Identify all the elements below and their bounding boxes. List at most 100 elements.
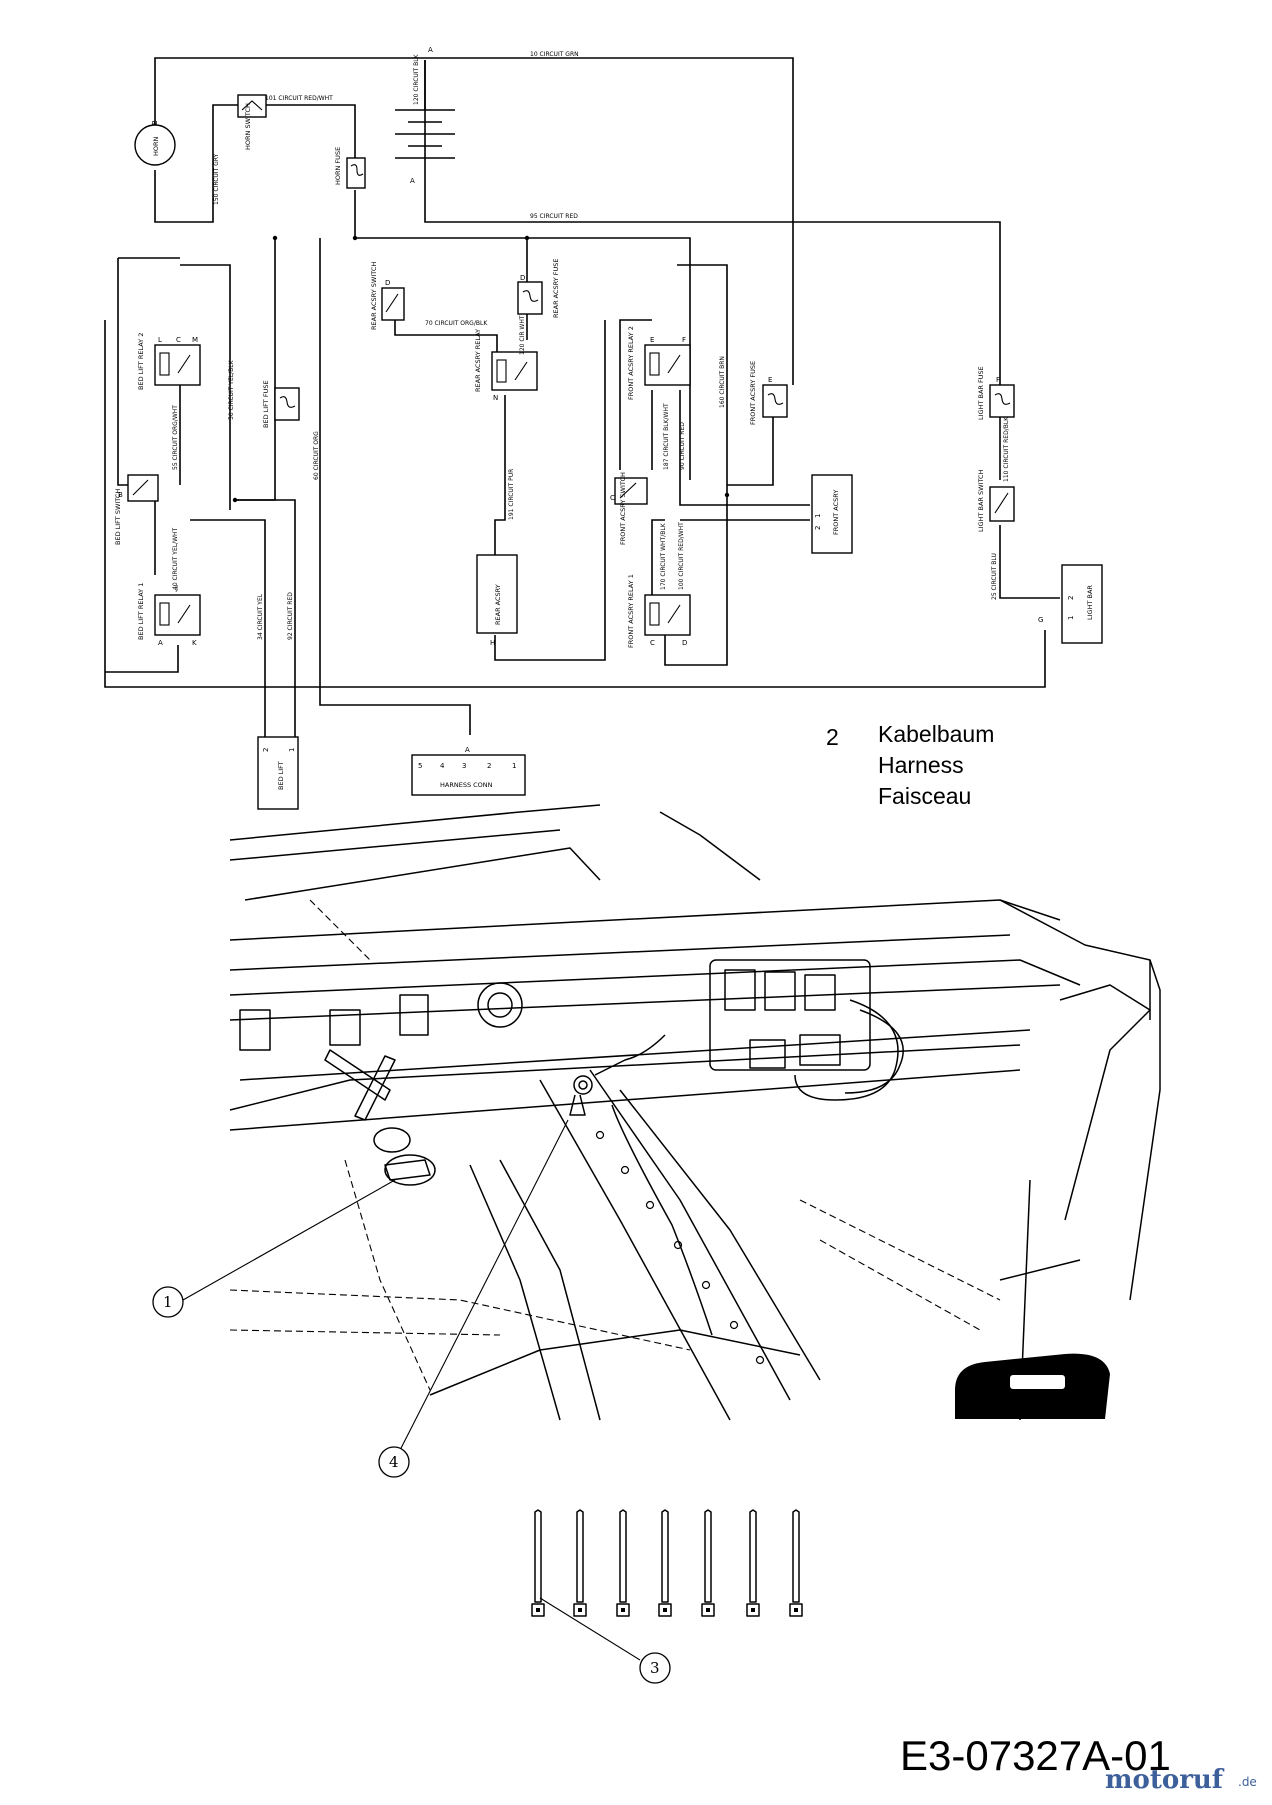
svg-text:C: C (650, 639, 655, 647)
wire-frontsw-relay (619, 319, 652, 470)
chassis-illustration (229, 804, 1161, 1421)
front-acsry-relay-2: FRONT ACSRY RELAY 2 (627, 326, 691, 400)
battery-symbol (395, 60, 455, 159)
svg-text:1: 1 (1067, 616, 1075, 620)
svg-text:101 CIRCUIT RED/WHT: 101 CIRCUIT RED/WHT (265, 95, 333, 102)
svg-text:C: C (610, 494, 615, 502)
svg-text:E: E (650, 336, 654, 344)
svg-text:HORN FUSE: HORN FUSE (334, 147, 342, 185)
svg-text:2: 2 (487, 762, 491, 770)
legend-english: Harness (878, 752, 964, 778)
svg-text:G: G (1038, 616, 1043, 624)
cable-tie (616, 1509, 630, 1617)
svg-text:F: F (996, 376, 1000, 384)
pin-letters: A A D D N B C E F G A L C M A K J C D E … (118, 46, 1043, 754)
svg-text:REAR ACSRY RELAY: REAR ACSRY RELAY (474, 329, 482, 392)
svg-text:A: A (410, 177, 415, 185)
svg-text:120 CIRCUIT BLK: 120 CIRCUIT BLK (413, 53, 420, 105)
svg-text:A: A (158, 639, 163, 647)
svg-text:34 CIRCUIT YEL: 34 CIRCUIT YEL (257, 593, 264, 640)
svg-text:95 CIRCUIT RED: 95 CIRCUIT RED (530, 213, 578, 220)
svg-text:100 CIRCUIT RED/WHT: 100 CIRCUIT RED/WHT (678, 522, 685, 590)
wire-front-out1 (679, 390, 810, 506)
svg-text:1: 1 (814, 514, 822, 518)
svg-text:1: 1 (163, 1293, 173, 1311)
legend-german: Kabelbaum (878, 721, 994, 747)
svg-text:K: K (192, 639, 197, 647)
svg-text:2: 2 (814, 526, 822, 530)
svg-text:D: D (520, 274, 525, 282)
horn-fuse: HORN FUSE (334, 147, 366, 189)
horn-symbol: HORN B (134, 120, 176, 166)
svg-text:4: 4 (389, 1453, 399, 1471)
wire-c50 (117, 258, 138, 486)
svg-text:REAR ACSRY SWITCH: REAR ACSRY SWITCH (370, 262, 378, 330)
callout-leaders (182, 1119, 641, 1661)
bed-lift-relay-1: BED LIFT RELAY 1 (137, 583, 201, 640)
relay-block (709, 959, 904, 1101)
svg-text:10 CIRCUIT GRN: 10 CIRCUIT GRN (530, 51, 579, 58)
bed-lift-relay-2: BED LIFT RELAY 2 (137, 333, 201, 390)
svg-text:191 CIRCUIT PUR: 191 CIRCUIT PUR (508, 469, 515, 520)
svg-text:BED LIFT: BED LIFT (277, 761, 285, 790)
rear-acsry-connector: REAR ACSRY (476, 554, 518, 634)
wire-bus-left (235, 238, 276, 501)
wire-c191 (494, 395, 506, 555)
svg-text:160 CIRCUIT BRN: 160 CIRCUIT BRN (719, 356, 726, 408)
svg-text:REAR ACSRY FUSE: REAR ACSRY FUSE (552, 258, 560, 318)
svg-text:2: 2 (262, 748, 270, 752)
front-acsry-fuse: FRONT ACSRY FUSE (749, 361, 788, 425)
svg-text:HORN SWITCH: HORN SWITCH (244, 103, 252, 150)
svg-text:2: 2 (1067, 596, 1075, 600)
svg-text:REAR ACSRY: REAR ACSRY (494, 584, 502, 625)
front-acsry-relay-1: FRONT ACSRY RELAY 1 (627, 574, 691, 648)
svg-text:B: B (151, 120, 159, 125)
cable-tie (789, 1509, 803, 1617)
svg-text:1: 1 (512, 762, 516, 770)
svg-text:A: A (465, 746, 470, 754)
svg-text:motoruf: motoruf (1105, 1765, 1225, 1795)
svg-text:BED LIFT FUSE: BED LIFT FUSE (262, 380, 270, 428)
callout-3: 3 (639, 1652, 671, 1684)
svg-text:BED LIFT SWITCH: BED LIFT SWITCH (114, 489, 122, 545)
svg-text:D: D (682, 639, 687, 647)
svg-text:110 CIRCUIT RED/BLK: 110 CIRCUIT RED/BLK (1003, 416, 1010, 482)
svg-text:HARNESS CONN: HARNESS CONN (440, 781, 493, 789)
svg-text:LIGHT BAR FUSE: LIGHT BAR FUSE (977, 366, 985, 420)
svg-text:40 CIRCUIT YEL/WHT: 40 CIRCUIT YEL/WHT (172, 527, 179, 590)
svg-text:BED LIFT RELAY 1: BED LIFT RELAY 1 (137, 583, 145, 640)
bed-lift-connector: BED LIFT 2 1 (257, 736, 299, 810)
svg-text:150 CIRCUIT GRY: 150 CIRCUIT GRY (213, 153, 220, 205)
light-bar-switch: LIGHT BAR SWITCH (977, 469, 1015, 532)
watermark-logo: motoruf .de (1105, 1765, 1257, 1795)
svg-text:F: F (682, 336, 686, 344)
circuit-labels: 10 CIRCUIT GRN 120 CIRCUIT BLK 101 CIRCU… (172, 51, 1010, 640)
wire-c92 (235, 499, 296, 740)
legend-french: Faisceau (878, 783, 971, 809)
left-components (239, 982, 523, 1186)
svg-text:55 CIRCUIT ORG/WHT: 55 CIRCUIT ORG/WHT (172, 405, 179, 470)
svg-text:FRONT ACSRY RELAY 1: FRONT ACSRY RELAY 1 (627, 574, 635, 648)
wire-bedlift-r1-bot (105, 645, 179, 673)
svg-text:N: N (493, 394, 498, 402)
svg-text:LIGHT BAR SWITCH: LIGHT BAR SWITCH (977, 469, 985, 532)
svg-text:50 CIRCUIT YEL/BLK: 50 CIRCUIT YEL/BLK (228, 359, 235, 420)
harness-conn-connector: HARNESS CONN 5 4 3 2 1 (411, 754, 526, 796)
svg-text:70 CIRCUIT ORG/BLK: 70 CIRCUIT ORG/BLK (425, 320, 488, 327)
part-number: E3-07327A-01 (900, 1732, 1171, 1779)
svg-text:170 CIRCUIT WHT/BLK: 170 CIRCUIT WHT/BLK (660, 522, 667, 590)
bed-lift-switch: BED LIFT SWITCH (114, 474, 159, 545)
svg-text:5: 5 (418, 762, 422, 770)
svg-text:BED LIFT RELAY 2: BED LIFT RELAY 2 (137, 333, 145, 390)
wire-front-r1-bot (664, 495, 728, 666)
cable-tie (701, 1509, 715, 1617)
legend: 2 Kabelbaum Harness Faisceau (826, 721, 994, 809)
wire-c170 (651, 519, 665, 600)
light-bar-connector: LIGHT BAR 2 1 (1061, 564, 1103, 644)
horn-switch: HORN SWITCH (237, 94, 267, 150)
svg-text:HORN: HORN (152, 136, 160, 156)
light-bar-lamp (955, 1353, 1110, 1419)
bed-lift-fuse: BED LIFT FUSE (262, 380, 300, 428)
wire-ground (104, 320, 1046, 688)
